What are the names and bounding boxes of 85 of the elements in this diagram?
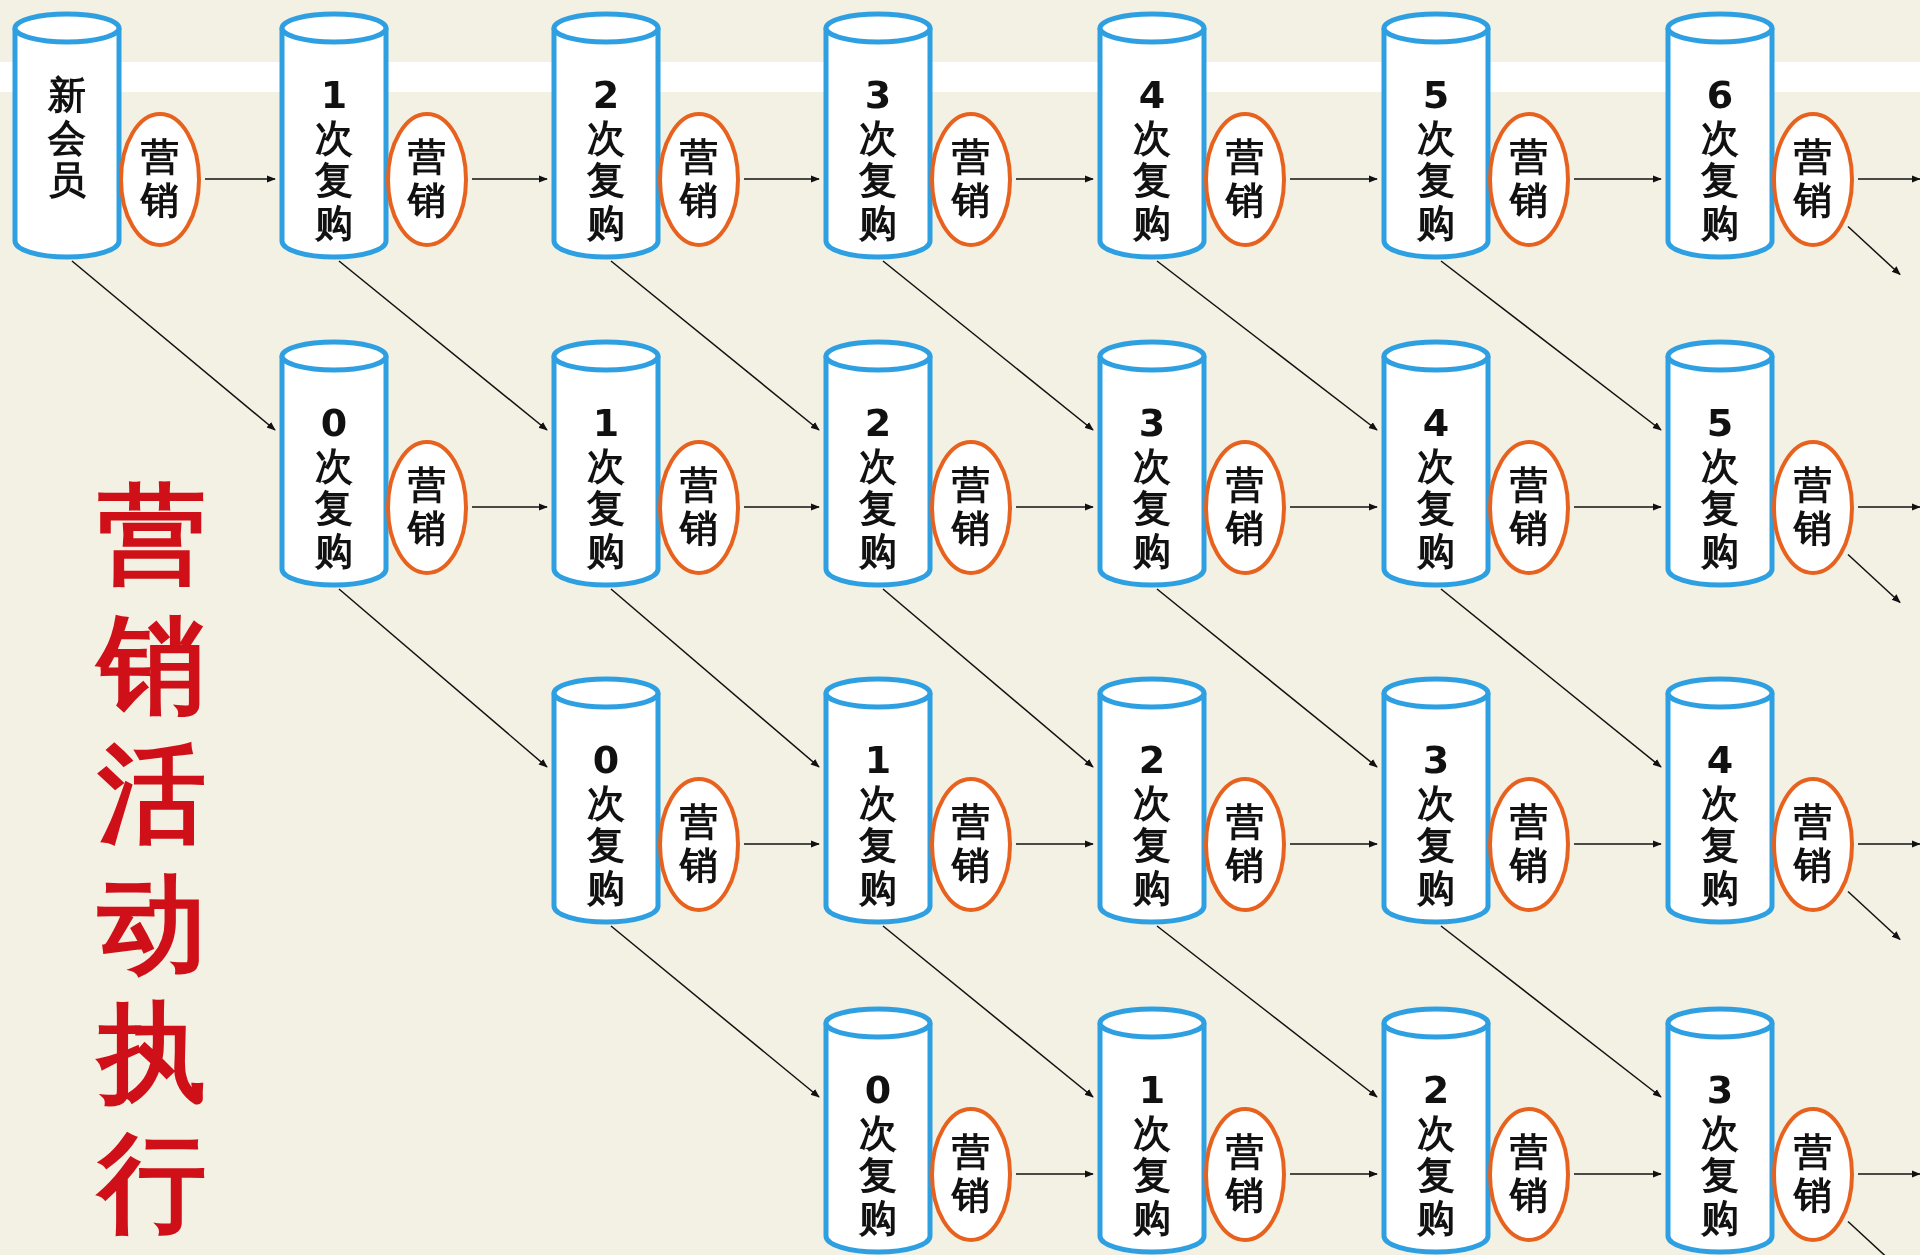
cylinder-label: 5次复购	[1416, 74, 1456, 245]
cylinder-label: 2次复购	[586, 74, 626, 245]
arrow	[1857, 1170, 1920, 1178]
arrow	[338, 260, 548, 431]
arrow	[1847, 890, 1901, 941]
arrow	[1156, 260, 1378, 431]
cylinder-label: 6次复购	[1700, 74, 1740, 245]
arrow	[1156, 925, 1378, 1098]
arrow	[1857, 503, 1920, 511]
arrow	[204, 175, 276, 183]
cylinder-label: 0次复购	[858, 1069, 898, 1240]
arrow	[1015, 175, 1094, 183]
oval-label: 营销	[1793, 1131, 1833, 1217]
arrow	[743, 503, 820, 511]
arrow	[882, 925, 1094, 1098]
oval-label: 营销	[1509, 136, 1549, 222]
arrow	[1573, 175, 1662, 183]
cylinder-label: 1次复购	[314, 74, 354, 245]
cylinder-label: 0次复购	[314, 402, 354, 573]
arrow	[471, 503, 548, 511]
arrow	[1573, 840, 1662, 848]
oval-label: 营销	[1793, 464, 1833, 550]
arrow	[610, 588, 820, 768]
arrow	[1015, 840, 1094, 848]
cylinder-label: 3次复购	[1416, 739, 1456, 910]
vertical-title: 营销活动执行	[95, 471, 207, 1247]
arrow	[743, 840, 820, 848]
arrow	[338, 588, 548, 768]
oval-label: 营销	[679, 136, 719, 222]
cylinder-label: 1次复购	[586, 402, 626, 573]
oval-label: 营销	[951, 1131, 991, 1217]
cylinder-label: 1次复购	[1132, 1069, 1172, 1240]
arrow	[1015, 1170, 1094, 1178]
arrow	[743, 175, 820, 183]
arrow	[471, 175, 548, 183]
oval-label: 营销	[1225, 464, 1265, 550]
arrow	[882, 588, 1094, 768]
oval-label: 营销	[951, 801, 991, 887]
cylinder-label: 2次复购	[1132, 739, 1172, 910]
cylinder-label: 4次复购	[1416, 402, 1456, 573]
oval-label: 营销	[407, 464, 447, 550]
oval-label: 营销	[1793, 801, 1833, 887]
arrow	[71, 260, 276, 431]
arrow	[1847, 225, 1901, 276]
arrow	[1289, 840, 1378, 848]
arrow	[1857, 175, 1920, 183]
arrow	[610, 925, 820, 1098]
oval-label: 营销	[140, 136, 180, 222]
arrow	[1015, 503, 1094, 511]
oval-label: 营销	[1225, 1131, 1265, 1217]
arrow	[1440, 588, 1662, 768]
cylinder-label: 新会员	[47, 74, 87, 202]
cylinder-label: 5次复购	[1700, 402, 1740, 573]
oval-label: 营销	[1509, 464, 1549, 550]
arrow	[1440, 925, 1662, 1098]
arrow	[1156, 588, 1378, 768]
oval-label: 营销	[679, 464, 719, 550]
arrow	[1289, 503, 1378, 511]
arrow	[610, 260, 820, 431]
cylinder-label: 3次复购	[858, 74, 898, 245]
oval-label: 营销	[1509, 801, 1549, 887]
cylinder-label: 3次复购	[1132, 402, 1172, 573]
cylinder-label: 1次复购	[858, 739, 898, 910]
cylinder-label: 4次复购	[1132, 74, 1172, 245]
oval-label: 营销	[1793, 136, 1833, 222]
arrow	[1573, 1170, 1662, 1178]
cylinder-label: 4次复购	[1700, 739, 1740, 910]
oval-label: 营销	[679, 801, 719, 887]
cylinder-label: 2次复购	[858, 402, 898, 573]
oval-label: 营销	[951, 464, 991, 550]
arrow	[882, 260, 1094, 431]
arrow	[1847, 553, 1901, 604]
oval-label: 营销	[1225, 136, 1265, 222]
arrow	[1289, 1170, 1378, 1178]
arrow	[1289, 175, 1378, 183]
oval-label: 营销	[951, 136, 991, 222]
cylinder-label: 3次复购	[1700, 1069, 1740, 1240]
oval-label: 营销	[1225, 801, 1265, 887]
oval-label: 营销	[407, 136, 447, 222]
arrow	[1440, 260, 1662, 431]
arrow	[1573, 503, 1662, 511]
arrow	[1857, 840, 1920, 848]
cylinder-label: 2次复购	[1416, 1069, 1456, 1240]
cylinder-label: 0次复购	[586, 739, 626, 910]
oval-label: 营销	[1509, 1131, 1549, 1217]
